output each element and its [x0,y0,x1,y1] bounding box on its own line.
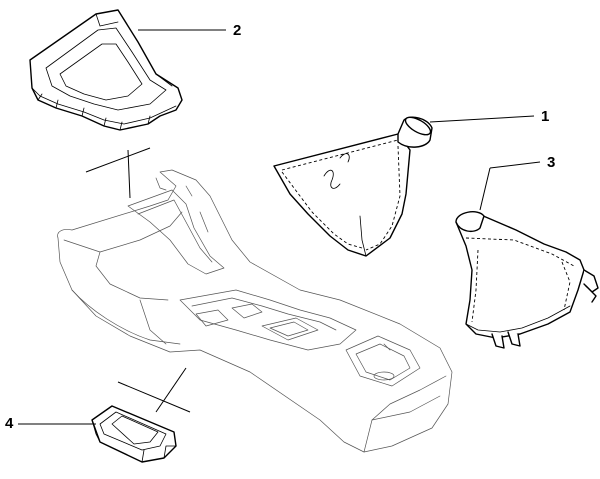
callout-4: 4 [5,415,14,432]
axis-break-lower [117,367,191,413]
center-console [57,169,453,453]
callout-2: 2 [233,22,241,39]
storage-tray [29,9,183,131]
ashtray-insert [91,405,177,463]
callout-3: 3 [547,154,555,171]
leader-1 [429,115,535,123]
axis-break-upper [85,147,151,199]
callout-1: 1 [541,108,549,125]
leader-3 [479,167,491,211]
handbrake-boot [455,211,599,349]
gear-lever-boot [273,116,433,257]
leader-3b [489,161,541,169]
